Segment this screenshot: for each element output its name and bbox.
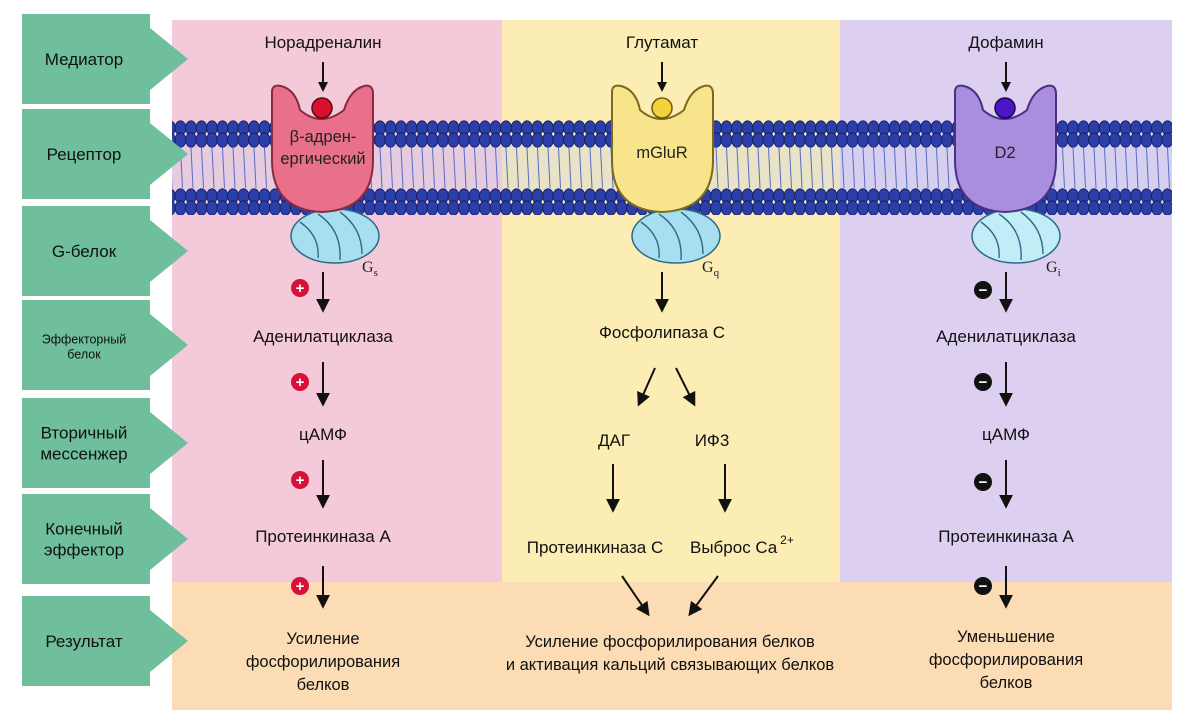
col3-effector: Аденилатциклаза: [936, 327, 1076, 346]
col1-g-protein-folds: [299, 211, 363, 261]
plus-sign: +: [291, 373, 309, 391]
row-label-text: мессенжер: [40, 445, 127, 464]
col2-effector: Фосфолипаза С: [599, 323, 725, 342]
col3-ligand: [994, 97, 1016, 119]
col3-g-protein-folds: [980, 211, 1044, 261]
col1-background: [172, 20, 502, 582]
col2-receptor-label: mGluR: [636, 144, 687, 162]
col1-messenger: цАМФ: [299, 425, 347, 444]
col1-mediator: Норадреналин: [264, 33, 381, 52]
col2-g-protein-folds: [640, 211, 704, 261]
col2-ligand: [651, 97, 673, 119]
col2-arrow-res-left: [621, 575, 650, 617]
col2-g-protein-label: Gq: [702, 259, 720, 279]
col2-arrow-res-right: [688, 575, 719, 617]
row-label: G-белок: [22, 206, 188, 296]
row-label-text: Результат: [45, 632, 123, 651]
svg-text:+: +: [296, 472, 305, 489]
row-label: Результат: [22, 596, 188, 686]
plus-sign: +: [291, 577, 309, 595]
col2-result-2: и активация кальций связывающих белков: [506, 656, 835, 674]
col1-result-2: фосфорилирования: [246, 653, 400, 671]
col1-effector: Аденилатциклаза: [253, 327, 393, 346]
row-label-text: Конечный: [45, 520, 123, 539]
svg-text:−: −: [979, 578, 988, 595]
svg-text:+: +: [296, 374, 305, 391]
col1-receptor-label-2: ергический: [280, 150, 365, 168]
row-label: Медиатор: [22, 14, 188, 104]
col3-final-effector: Протеинкиназа А: [938, 527, 1074, 546]
col3-result-2: фосфорилирования: [929, 651, 1083, 669]
minus-sign: −: [974, 281, 992, 299]
col2-mediator: Глутамат: [626, 33, 698, 52]
col2-receptor: [611, 84, 714, 214]
col3-mediator: Дофамин: [968, 33, 1043, 52]
row-label-text: Вторичный: [41, 424, 128, 443]
col3-g-protein: [971, 208, 1061, 264]
col2-arrow-if3: [675, 367, 696, 407]
col1-receptor: [271, 84, 374, 214]
row-label-text: эффектор: [44, 541, 124, 560]
col3-receptor-label: D2: [994, 144, 1015, 162]
minus-sign: −: [974, 577, 992, 595]
row-label-box: [22, 398, 188, 488]
row-label: Вторичный мессенжер: [22, 398, 188, 488]
row-label-box: [22, 494, 188, 584]
arrows: [316, 62, 1013, 617]
col3-g-protein-label: Gi: [1046, 259, 1061, 279]
row-label-box: [22, 206, 188, 296]
col3-receptor-group: [954, 84, 1061, 264]
col1-plus-signs: + + + +: [291, 279, 309, 595]
col1-final-effector: Протеинкиназа А: [255, 527, 391, 546]
row-label-text: белок: [67, 348, 101, 362]
row-label-box: [22, 14, 188, 104]
col3-result-1: Уменьшение: [957, 628, 1055, 646]
row-label-box: [22, 109, 188, 199]
col2-result-1: Усиление фосфорилирования белков: [525, 633, 815, 651]
svg-text:−: −: [979, 282, 988, 299]
row-label-text: G-белок: [52, 242, 117, 261]
svg-text:−: −: [979, 374, 988, 391]
row-label-text: Медиатор: [45, 50, 123, 69]
row-label: Конечный эффектор: [22, 494, 188, 584]
row-label-text: Эффекторный: [42, 333, 126, 347]
row-label: Рецептор: [22, 109, 188, 199]
row-label-box: [22, 596, 188, 686]
col2-final-pkc: Протеинкиназа С: [527, 538, 664, 557]
svg-text:−: −: [979, 474, 988, 491]
svg-text:+: +: [296, 578, 305, 595]
col1-result-1: Усиление: [286, 630, 359, 648]
row-label-text: Рецептор: [47, 145, 122, 164]
col1-result-3: белков: [297, 676, 350, 694]
row-label-box: [22, 300, 188, 390]
col3-minus-signs: − − − −: [974, 281, 992, 595]
col1-g-protein: [290, 208, 380, 264]
col1-ligand: [311, 97, 333, 119]
col3-result-3: белков: [980, 674, 1033, 692]
plus-sign: +: [291, 279, 309, 297]
col2-messenger-if3: ИФ3: [695, 431, 730, 450]
row-labels: МедиаторРецепторG-белокЭффекторныйбелокВ…: [22, 14, 188, 686]
col1-receptor-label-1: β-адрен-: [290, 128, 357, 146]
col2-g-protein: [631, 208, 721, 264]
minus-sign: −: [974, 473, 992, 491]
col3-messenger: цАМФ: [982, 425, 1030, 444]
col1-receptor-group: [271, 84, 380, 264]
col2-messenger-dag: ДАГ: [598, 431, 630, 450]
col1-g-protein-label: Gs: [362, 259, 378, 279]
col2-arrow-dag: [637, 367, 656, 407]
col2-receptor-group: [611, 84, 721, 264]
svg-text:+: +: [296, 280, 305, 297]
col3-receptor: [954, 84, 1057, 214]
minus-sign: −: [974, 373, 992, 391]
plus-sign: +: [291, 471, 309, 489]
